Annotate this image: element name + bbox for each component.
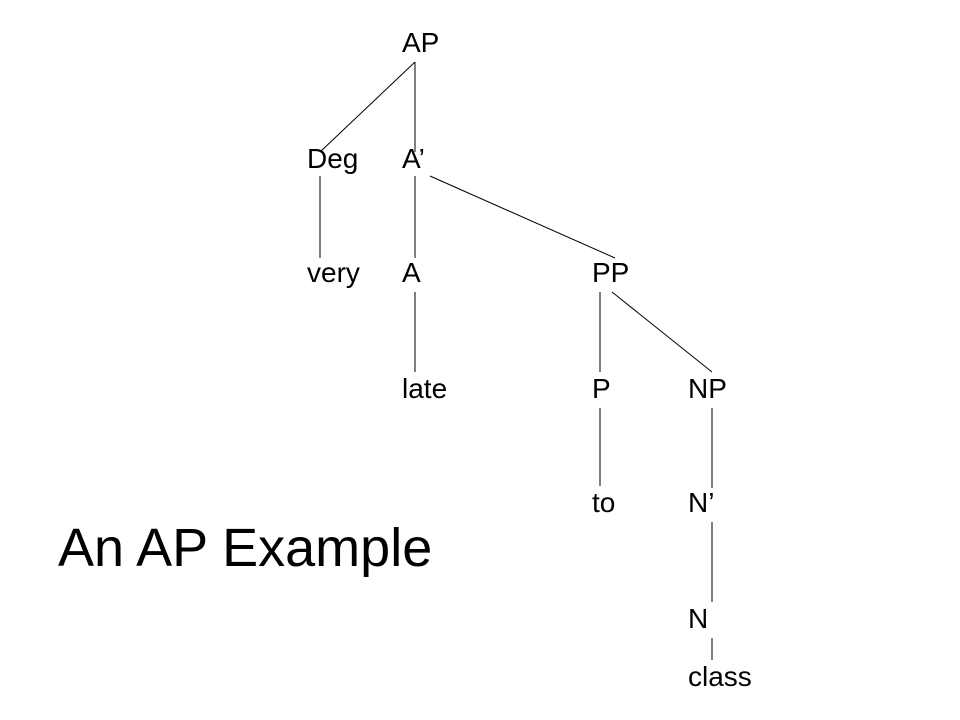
- edge-ap-deg: [319, 61, 416, 153]
- tree-node-p: P: [592, 373, 611, 404]
- tree-node-a: A: [402, 257, 421, 288]
- tree-node-deg: Deg: [307, 143, 358, 174]
- tree-node-n: N: [688, 603, 708, 634]
- tree-node-pp: PP: [592, 257, 629, 288]
- tree-node-a1: A’: [402, 143, 425, 174]
- tree-node-class: class: [688, 661, 752, 692]
- tree-node-np: NP: [688, 373, 727, 404]
- tree-edges: [319, 61, 713, 660]
- slide-title: An AP Example: [58, 518, 433, 578]
- edge-a1-pp: [429, 175, 616, 259]
- edge-pp-np: [611, 291, 713, 373]
- tree-node-to: to: [592, 487, 615, 518]
- tree-node-ap: AP: [402, 27, 439, 58]
- tree-node-very: very: [307, 257, 360, 288]
- tree-node-late: late: [402, 373, 447, 404]
- tree-node-n1: N’: [688, 487, 714, 518]
